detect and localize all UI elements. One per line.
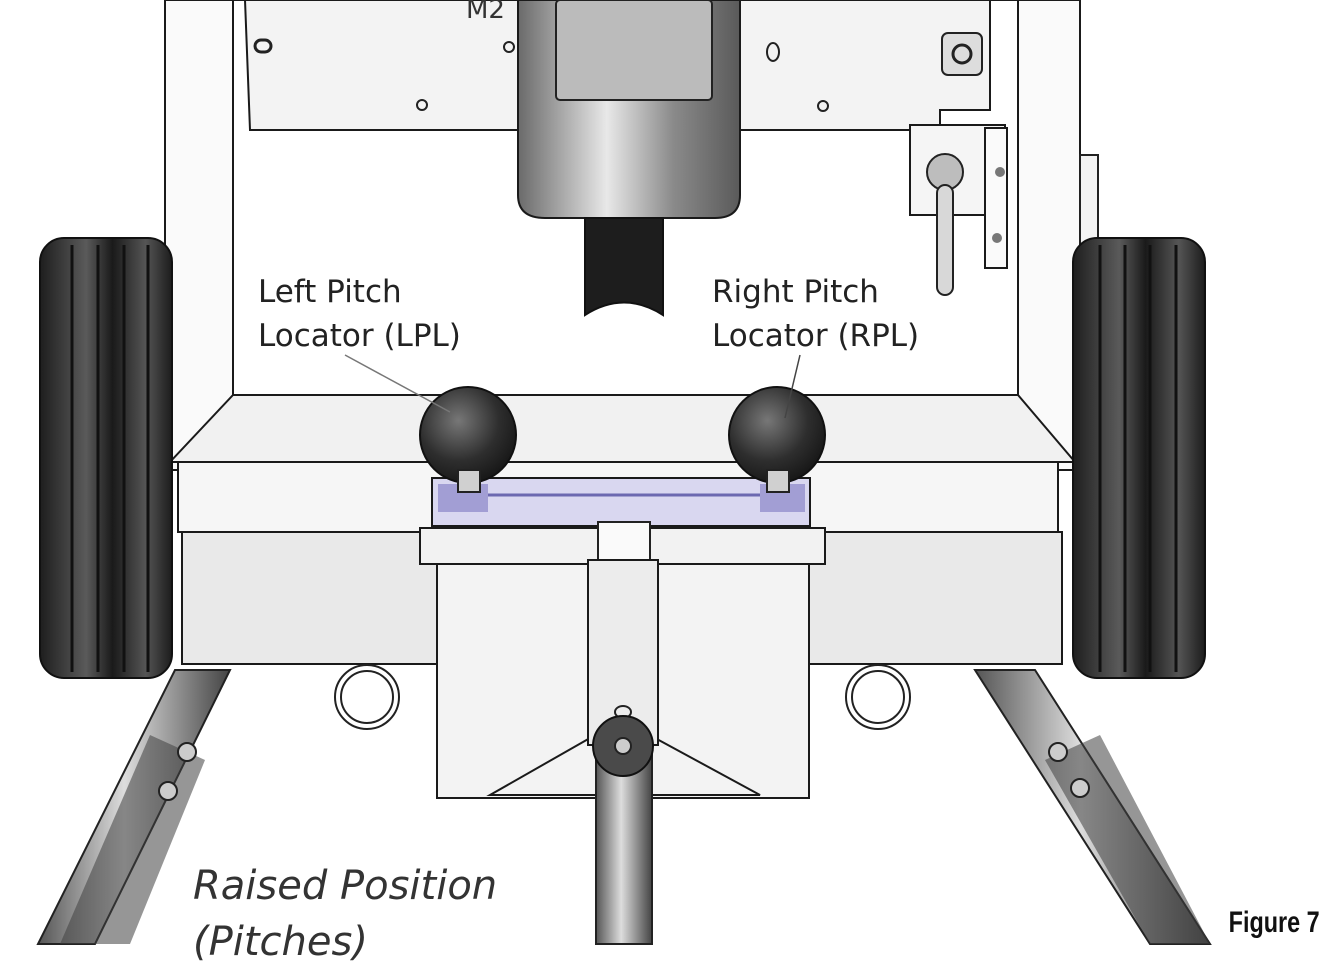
cable-gland [909,124,1099,296]
caption-line2: (Pitches) [193,919,368,965]
figure-number: Figure 7 [1228,906,1320,939]
right-pitch-knob[interactable] [728,386,826,493]
right-pitch-label: Right Pitch Locator (RPL) [712,270,919,358]
left-pitch-label-line1: Left Pitch [258,274,402,310]
left-leg [36,669,232,945]
left-pitch-knob[interactable] [419,386,517,493]
left-pitch-label: Left Pitch Locator (LPL) [258,270,461,358]
left-pitch-label-line2: Locator (LPL) [258,318,461,354]
svg-text:M2: M2 [466,0,505,25]
motor [517,0,741,317]
lower-rings [334,664,911,730]
right-pitch-leader [784,354,801,419]
caption-line1: Raised Position [193,863,498,909]
right-leg [973,669,1212,945]
center-pole [587,559,659,945]
right-wheel [1072,237,1206,679]
position-caption: Raised Position (Pitches) [193,858,497,970]
right-pitch-label-line1: Right Pitch [712,274,879,310]
left-wheel [39,237,173,679]
left-pitch-leader [344,354,451,413]
right-pitch-label-line2: Locator (RPL) [712,318,920,354]
